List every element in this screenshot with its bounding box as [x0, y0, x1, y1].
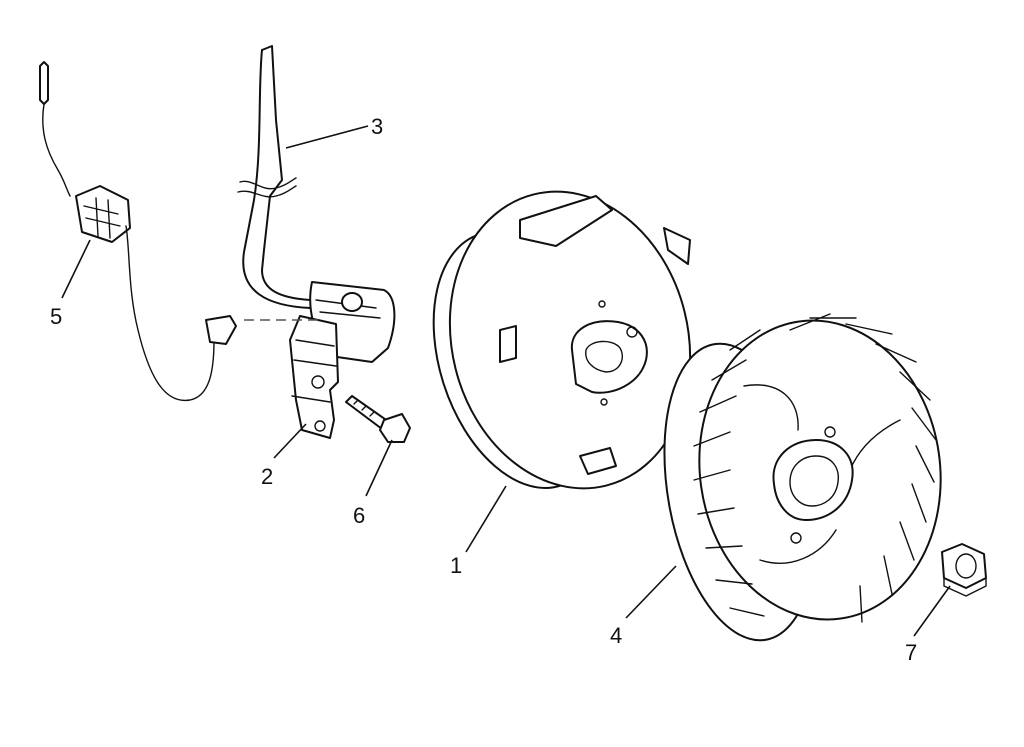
part-6-flange-bolt — [345, 395, 411, 443]
leader-5 — [61, 239, 91, 299]
leader-6 — [365, 439, 393, 497]
callout-1: 1 — [450, 553, 462, 578]
callout-labels: 1 2 3 4 5 6 7 — [50, 114, 917, 665]
callout-2: 2 — [261, 464, 273, 489]
callout-4: 4 — [610, 623, 622, 648]
part-7-hex-nut — [941, 543, 987, 597]
leader-4 — [625, 565, 677, 619]
callout-7: 7 — [905, 640, 917, 665]
leader-7 — [913, 585, 951, 637]
part-3-ignition-cable — [237, 45, 311, 309]
leader-lines — [61, 125, 951, 637]
callout-5: 5 — [50, 304, 62, 329]
callout-6: 6 — [353, 503, 365, 528]
leader-2 — [273, 423, 307, 459]
leader-1 — [465, 485, 507, 553]
part-2-ignition-coil — [289, 281, 396, 439]
part-1-flywheel — [432, 190, 692, 490]
part-4-cooling-fan — [663, 313, 942, 642]
leader-3 — [285, 125, 369, 149]
part-5-connector-clip — [39, 61, 237, 402]
callout-3: 3 — [371, 114, 383, 139]
